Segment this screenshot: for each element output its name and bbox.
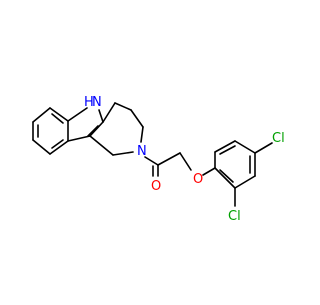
tetrahydropyridine-ring bbox=[89, 102, 144, 156]
amide-linker bbox=[144, 152, 216, 177]
molecule-structure: H N N O O Cl Cl bbox=[32, 95, 285, 224]
para-chlorine-label: Cl bbox=[272, 131, 285, 146]
nh-nitrogen-label: N bbox=[92, 95, 102, 110]
carbonyl-oxygen-label: O bbox=[151, 179, 161, 194]
indole-benzene-ring bbox=[32, 107, 69, 155]
ring-nitrogen-label: N bbox=[137, 144, 147, 159]
ether-oxygen-label: O bbox=[193, 172, 203, 187]
dichlorophenyl-ring bbox=[214, 140, 273, 207]
nh-hydrogen-label: H bbox=[84, 95, 94, 110]
ortho-chlorine-label: Cl bbox=[228, 209, 241, 224]
molecule-canvas: H N N O O Cl Cl bbox=[32, 95, 285, 224]
pyrrole-ring bbox=[67, 107, 104, 142]
